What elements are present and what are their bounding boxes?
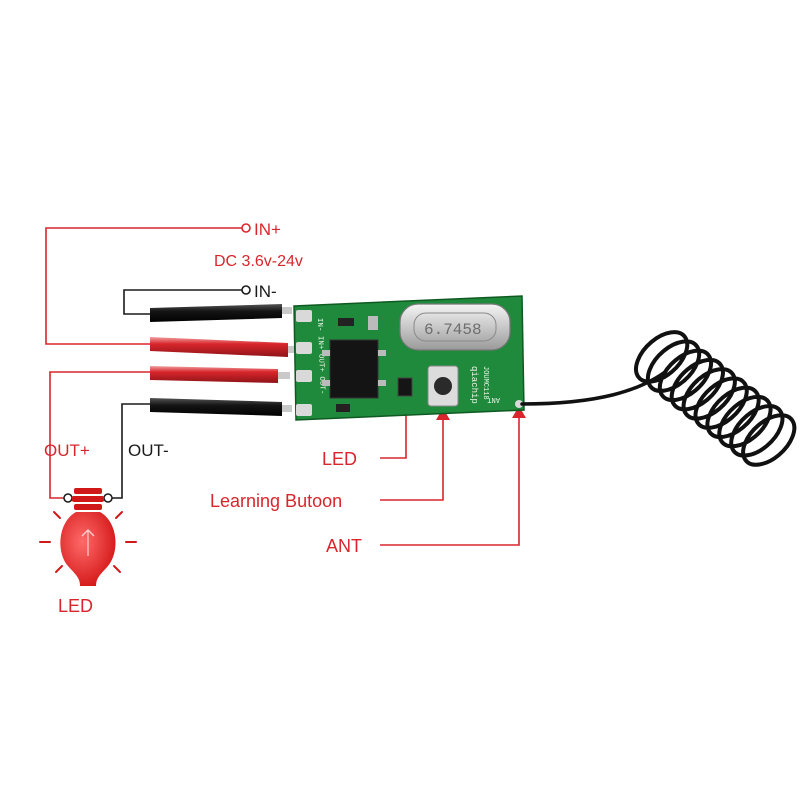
led-load-label: LED: [58, 596, 93, 616]
out-minus-label: OUT-: [128, 441, 169, 460]
in-minus-label: IN-: [254, 282, 277, 301]
module-text-2: JOUMC118: [481, 366, 489, 400]
wire-in-plus: [150, 337, 288, 357]
in-minus-line: [123, 289, 243, 315]
module-text-1: qiachip: [469, 366, 479, 404]
antenna-label: ANT: [326, 536, 362, 556]
antenna: [520, 330, 797, 467]
terminal-dot-icon: [241, 223, 251, 233]
terminal-dot-icon: [241, 285, 251, 295]
wire-in-minus: [150, 304, 282, 322]
schematic-lines: [45, 227, 520, 546]
schematic-lines-black: [108, 289, 243, 499]
ant-pad-text: ANT: [487, 395, 500, 403]
crystal-marking: 6.7458: [424, 321, 482, 339]
wires: [150, 304, 296, 416]
ant-callout-line: [380, 418, 520, 546]
power-spec-label: DC 3.6v-24v: [214, 253, 303, 270]
led-callout-line: [380, 402, 407, 459]
learning-button-label: Learning Butoon: [210, 491, 342, 511]
pad-markings: IN- IN+ OUT+ OUT-: [315, 318, 326, 395]
learning-button[interactable]: [434, 377, 452, 395]
out-plus-label: OUT+: [44, 441, 90, 460]
in-plus-line: [45, 227, 243, 345]
led-indicator-label: LED: [322, 449, 357, 469]
antenna-coil: [634, 330, 797, 467]
light-bulb-icon: [39, 488, 137, 586]
crystal-oscillator: [399, 303, 511, 351]
ic-chip: [329, 339, 379, 399]
in-plus-label: IN+: [254, 220, 281, 239]
wire-out-plus: [150, 366, 278, 383]
learning-callout-line: [380, 420, 444, 501]
board-led: [397, 377, 413, 397]
out-plus-line: [49, 371, 152, 499]
out-minus-line: [108, 403, 152, 499]
receiver-module: IN- IN+ OUT+ OUT- 6.7458 qiachip JOUMC11…: [293, 295, 525, 421]
callout-arrow-icon: [512, 406, 526, 418]
wire-out-minus: [150, 398, 282, 416]
